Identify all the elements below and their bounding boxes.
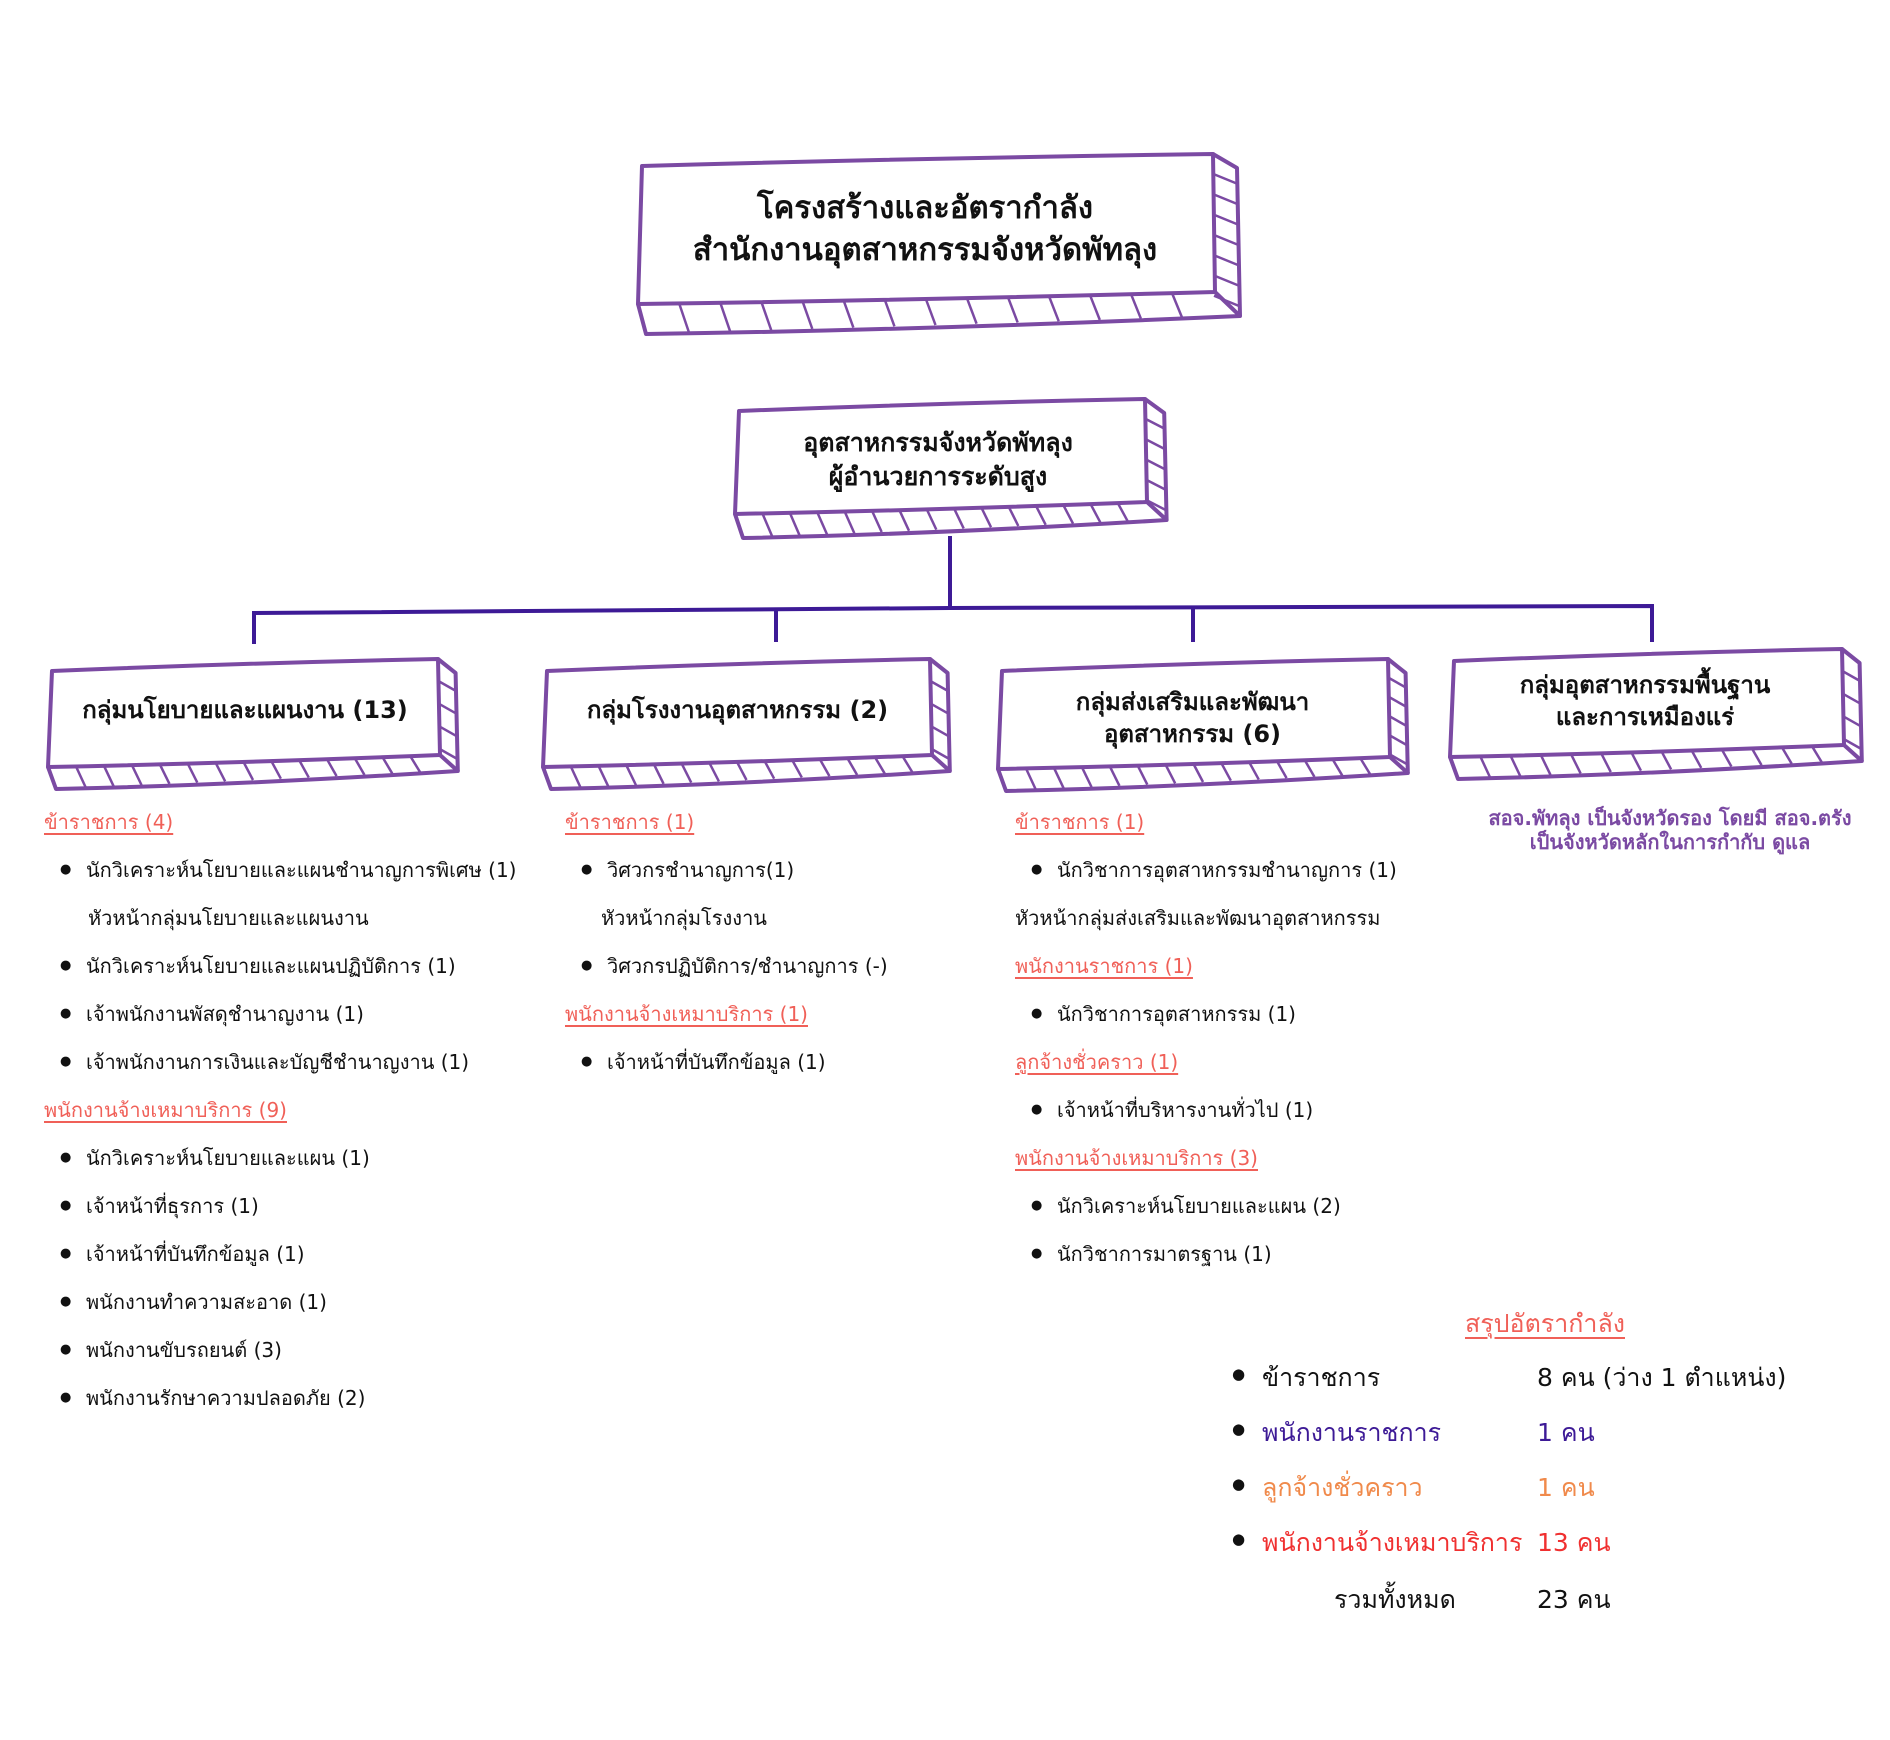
summary-total-row: รวมทั้งหมด 23 คน [1232,1580,1611,1620]
summary-total-label: รวมทั้งหมด [1334,1585,1456,1614]
position-list-item: นักวิชาการอุตสาหกรรม (1) [1015,990,1397,1038]
position-list-item: เจ้าหน้าที่ธุรการ (1) [44,1182,517,1230]
connector-horizontal [252,603,1654,644]
group-factory-staff-list: ข้าราชการ (1) วิศวกรชำนาญการ(1) หัวหน้ากลุ… [565,798,888,1086]
position-list-item: นักวิชาการมาตรฐาน (1) [1015,1230,1397,1278]
summary-row-value: 1 คน [1537,1473,1595,1502]
summary-row: ● ข้าราชการ 8 คน (ว่าง 1 ตำแหน่ง) [1232,1358,1786,1398]
position-list-item: เจ้าพนักงานพัสดุชำนาญงาน (1) [44,990,517,1038]
summary-row-value: 1 คน [1537,1418,1595,1447]
staff-category-heading: ข้าราชการ (1) [565,810,695,834]
group-name-line2: และการเหมืองแร่ [1555,703,1735,731]
head-rank: ผู้อำนวยการระดับสูง [828,462,1048,491]
summary-row-label: พนักงานราชการ [1262,1418,1442,1447]
position-list-item: เจ้าหน้าที่บันทึกข้อมูล (1) [565,1038,888,1086]
group-box-policy: กลุ่มนโยบายและแผนงาน (13) [50,668,440,752]
position-list-item: วิศวกรชำนาญการ(1) [565,846,888,894]
summary-row-label: ข้าราชการ [1262,1363,1381,1392]
group-box-factory: กลุ่มโรงงานอุตสาหกรรม (2) [545,668,930,752]
staff-category-heading: พนักงานจ้างเหมาบริการ (1) [565,1002,808,1026]
summary-row: ● พนักงานราชการ 1 คน [1232,1413,1595,1453]
group-name-line1: กลุ่มส่งเสริมและพัฒนา [1075,687,1310,716]
position-list-item: นักวิชาการอุตสาหกรรมชำนาญการ (1) [1015,846,1397,894]
staff-category-heading: พนักงานราชการ (1) [1015,954,1193,978]
position-list-item: วิศวกรปฏิบัติการ/ชำนาญการ (-) [565,942,888,990]
head-position-box: อุตสาหกรรมจังหวัดพัทลุง ผู้อำนวยการระดับ… [738,410,1138,510]
bullet-icon: ● [1232,1365,1246,1383]
position-list-item: นักวิเคราะห์นโยบายและแผน (1) [44,1134,517,1182]
position-note: หัวหน้ากลุ่มส่งเสริมและพัฒนาอุตสาหกรรม [1015,906,1381,930]
bullet-icon: ● [1232,1530,1246,1548]
staff-category-heading: พนักงานจ้างเหมาบริการ (9) [44,1098,287,1122]
bullet-icon: ● [1232,1475,1246,1493]
summary-row-label: ลูกจ้างชั่วคราว [1262,1473,1423,1502]
position-list-item: นักวิเคราะห์นโยบายและแผนปฏิบัติการ (1) [44,942,517,990]
position-note: หัวหน้ากลุ่มนโยบายและแผนงาน [88,906,369,930]
staff-category-heading: ข้าราชการ (4) [44,810,174,834]
note-line2: เป็นจังหวัดหลักในการกำกับ ดูแล [1529,830,1811,854]
summary-row-label: พนักงานจ้างเหมาบริการ [1262,1528,1523,1557]
summary-row: ● ลูกจ้างชั่วคราว 1 คน [1232,1468,1595,1508]
summary-row-value: 13 คน [1537,1528,1611,1557]
group-name: กลุ่มโรงงานอุตสาหกรรม (2) [586,695,889,724]
bullet-icon: ● [1232,1420,1246,1438]
summary-title: สรุปอัตรากำลัง [1465,1309,1625,1338]
head-title: อุตสาหกรรมจังหวัดพัทลุง [803,428,1073,458]
summary-row-value: 8 คน (ว่าง 1 ตำแหน่ง) [1537,1363,1787,1392]
connector-lines [252,536,1654,644]
group-promotion-staff-list: ข้าราชการ (1) นักวิชาการอุตสาหกรรมชำนาญกา… [1015,798,1397,1278]
group-policy-staff-list: ข้าราชการ (4) นักวิเคราะห์นโยบายและแผนชำน… [44,798,517,1422]
position-list-item: นักวิเคราะห์นโยบายและแผนชำนาญการพิเศษ (1… [44,846,517,894]
position-note: หัวหน้ากลุ่มโรงงาน [601,906,767,930]
position-list-item: พนักงานทำความสะอาด (1) [44,1278,517,1326]
group-name-line2: อุตสาหกรรม (6) [1103,720,1282,748]
chart-title-line2: สำนักงานอุตสาหกรรมจังหวัดพัทลุง [692,232,1158,268]
summary-total-value: 23 คน [1537,1585,1611,1614]
position-list-item: เจ้าพนักงานการเงินและบัญชีชำนาญงาน (1) [44,1038,517,1086]
position-list-item: พนักงานขับรถยนต์ (3) [44,1326,517,1374]
group-basic-industry-note: สอจ.พัทลุง เป็นจังหวัดรอง โดยมี สอจ.ตรัง… [1440,806,1890,854]
position-list-item: เจ้าหน้าที่บริหารงานทั่วไป (1) [1015,1086,1397,1134]
position-list-item: นักวิเคราะห์นโยบายและแผน (2) [1015,1182,1397,1230]
position-list-item: เจ้าหน้าที่บันทึกข้อมูล (1) [44,1230,517,1278]
staff-category-heading: ข้าราชการ (1) [1015,810,1145,834]
group-name: กลุ่มนโยบายและแผนงาน (13) [82,695,408,724]
summary-row: ● พนักงานจ้างเหมาบริการ 13 คน [1232,1523,1611,1563]
group-box-promotion: กลุ่มส่งเสริมและพัฒนา อุตสาหกรรม (6) [1000,676,1385,760]
staff-category-heading: พนักงานจ้างเหมาบริการ (3) [1015,1146,1258,1170]
note-line1: สอจ.พัทลุง เป็นจังหวัดรอง โดยมี สอจ.ตรัง [1488,806,1852,830]
group-name-line1: กลุ่มอุตสาหกรรมพื้นฐาน [1519,670,1771,699]
chart-title-line1: โครงสร้างและอัตรากำลัง [756,190,1094,227]
group-box-basic-industry: กลุ่มอุตสาหกรรมพื้นฐาน และการเหมืองแร่ [1450,656,1840,746]
staff-category-heading: ลูกจ้างชั่วคราว (1) [1015,1050,1179,1074]
chart-title: โครงสร้างและอัตรากำลัง สำนักงานอุตสาหกรร… [640,165,1210,295]
position-list-item: พนักงานรักษาความปลอดภัย (2) [44,1374,517,1422]
